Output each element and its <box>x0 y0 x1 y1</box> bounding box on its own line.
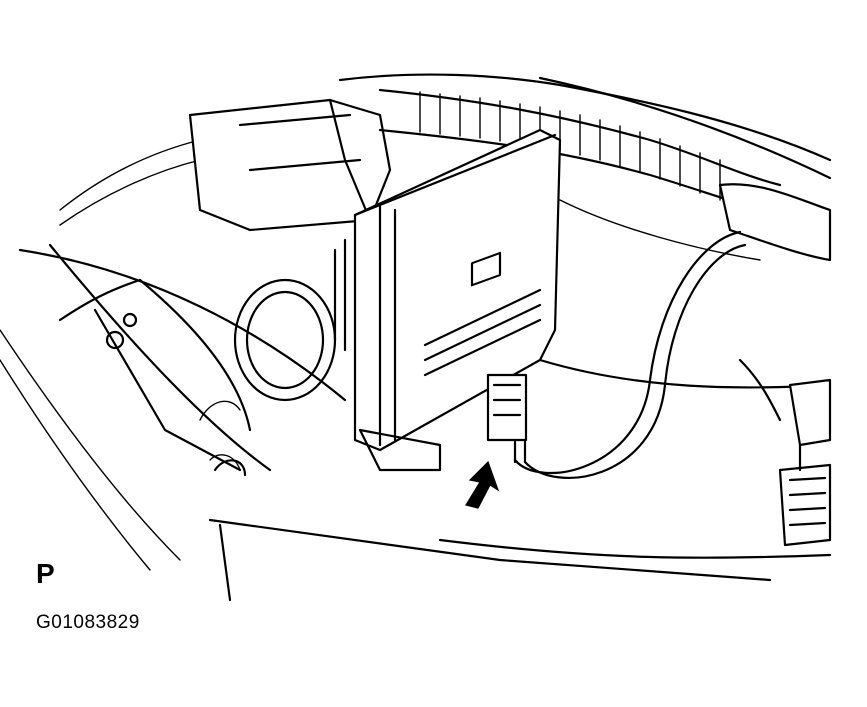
ecu-module <box>333 128 562 472</box>
connector-wire <box>513 230 747 479</box>
hose-loop <box>233 278 337 402</box>
body-panel-lines <box>0 73 832 602</box>
pointer-arrow <box>465 460 500 509</box>
bracket-holes <box>105 312 247 477</box>
view-letter-label: P <box>36 558 55 589</box>
wiring-harness <box>378 88 832 262</box>
upper-connector-block <box>188 98 392 232</box>
right-clip <box>778 378 832 547</box>
ecu-connector <box>486 373 528 464</box>
figure-code-label: G01083829 <box>36 612 140 633</box>
